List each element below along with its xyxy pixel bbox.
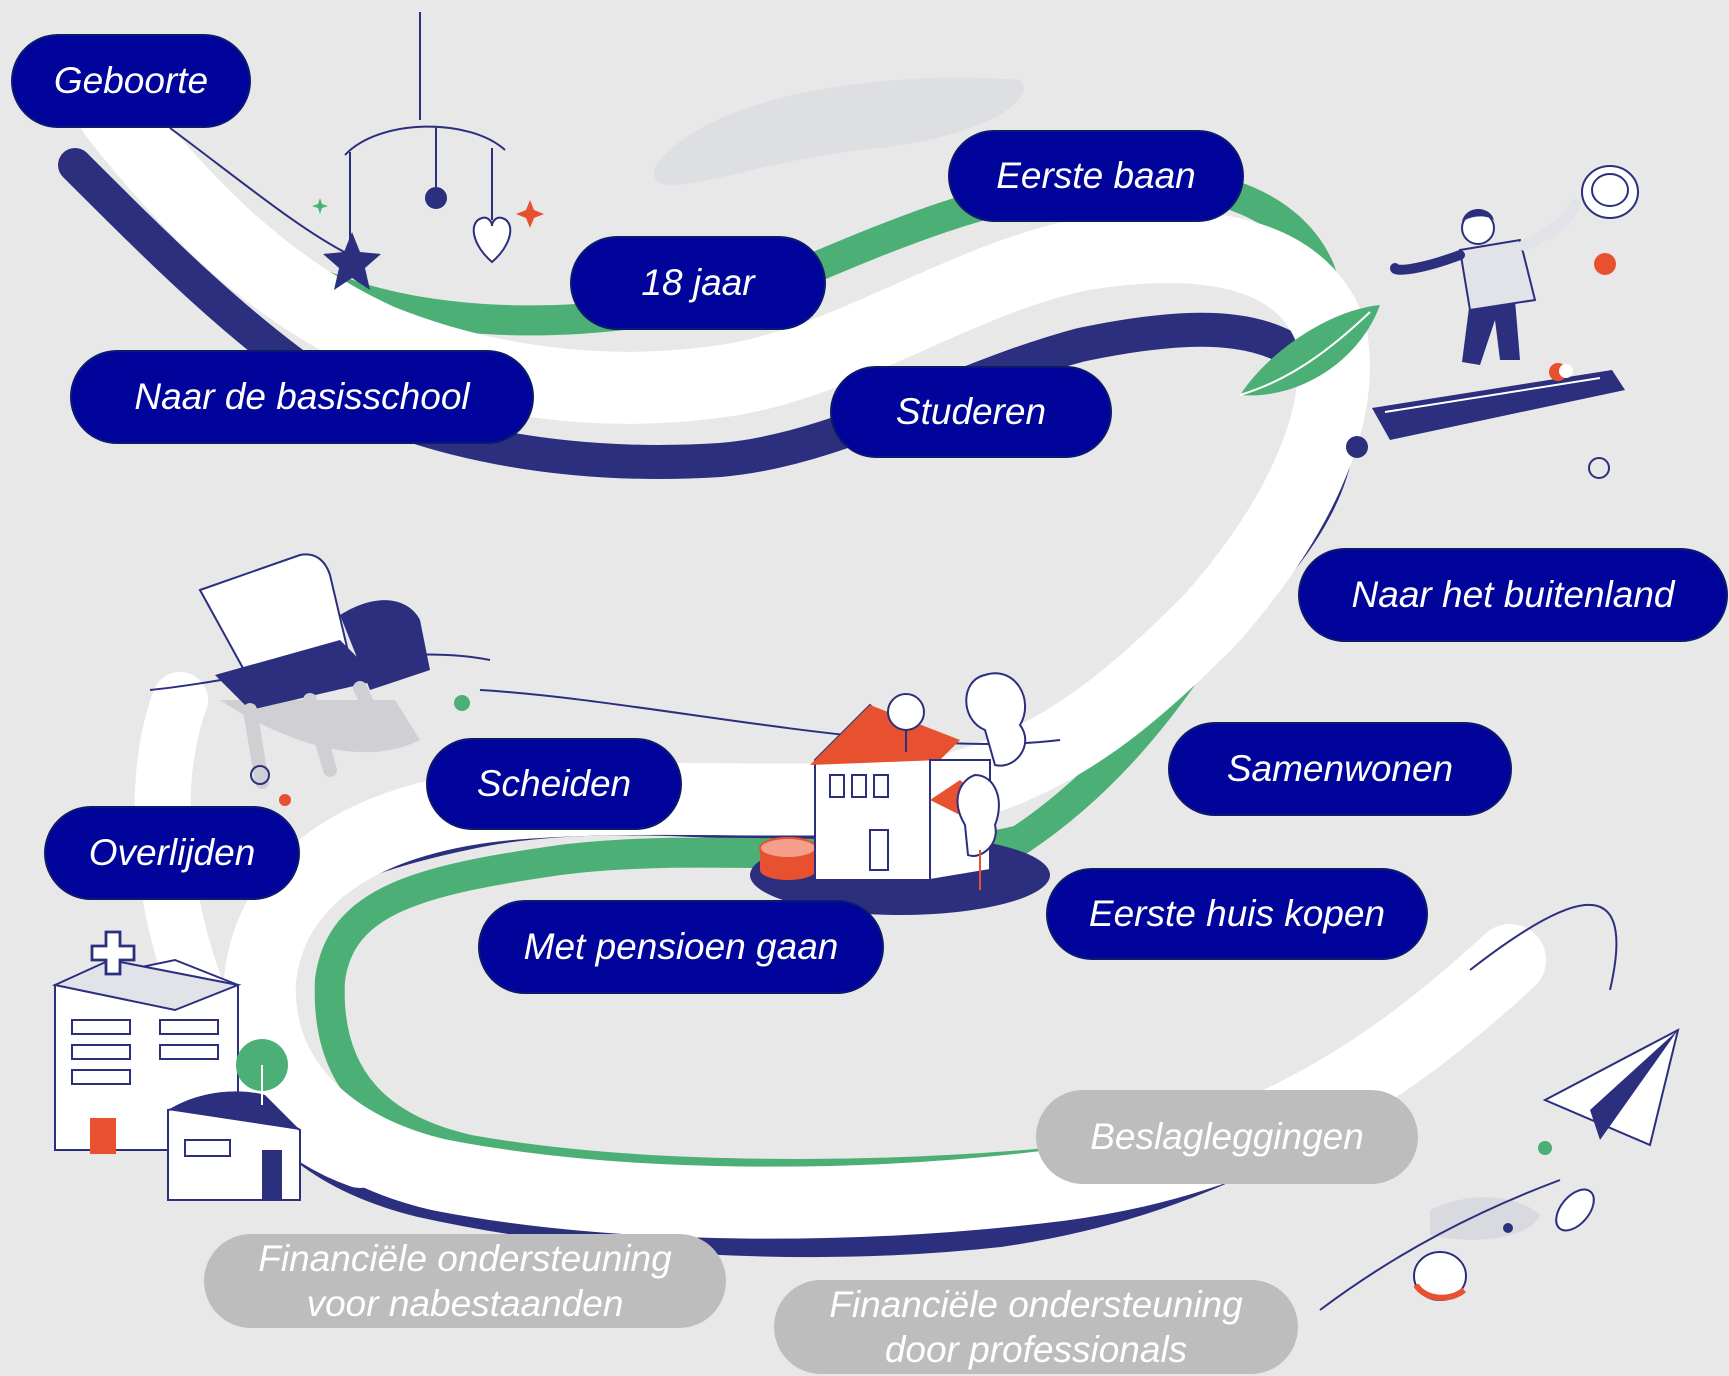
baby-mobile-icon	[344, 12, 512, 264]
milestone-eerste-huis-kopen[interactable]: Eerste huis kopen	[1046, 868, 1428, 960]
milestone-scheiden[interactable]: Scheiden	[426, 738, 682, 830]
dot-orange	[1594, 253, 1616, 275]
milestone-financiele-ondersteuning-nabestaanden[interactable]: Financiële ondersteuning voor nabestaand…	[204, 1234, 726, 1328]
milestone-financiele-ondersteuning-professionals[interactable]: Financiële ondersteuning door profession…	[774, 1280, 1298, 1374]
coin-icon	[1581, 165, 1639, 219]
hospital-icon	[51, 930, 301, 1201]
milestone-samenwonen[interactable]: Samenwonen	[1168, 722, 1512, 816]
sparkle-icon	[516, 200, 544, 228]
road-white-surface	[79, 79, 1546, 1239]
dot-green	[454, 695, 470, 711]
milestone-geboorte[interactable]: Geboorte	[11, 34, 251, 128]
milestone-buitenland[interactable]: Naar het buitenland	[1298, 548, 1728, 642]
dot-orange-small	[279, 794, 291, 806]
star-icon	[323, 232, 381, 290]
swoosh-line	[1319, 1179, 1561, 1311]
leaf-stem	[1239, 311, 1371, 396]
paper-plane-icon	[1542, 1028, 1680, 1147]
tree-icon	[956, 672, 1027, 890]
person-on-phone-icon	[1372, 199, 1625, 440]
milestone-eerste-baan[interactable]: Eerste baan	[948, 130, 1244, 222]
armchair-icon	[149, 553, 491, 789]
background-cloud	[654, 77, 1024, 186]
coin-stack-icon	[759, 837, 817, 880]
dot-outline-small	[250, 765, 270, 785]
dot-green-plane	[1538, 1141, 1552, 1155]
milestone-18-jaar[interactable]: 18 jaar	[570, 236, 826, 330]
milestone-beslagleggingen[interactable]: Beslagleggingen	[1036, 1090, 1418, 1184]
milestone-met-pensioen-gaan[interactable]: Met pensioen gaan	[478, 900, 884, 994]
dot-navy-small	[1503, 1223, 1513, 1233]
sparkle-small-icon	[312, 198, 328, 214]
background-shadow	[1430, 1197, 1540, 1240]
coin-orange-icon	[1413, 1251, 1467, 1301]
milestone-basisschool[interactable]: Naar de basisschool	[70, 350, 534, 444]
milestone-studeren[interactable]: Studeren	[830, 366, 1112, 458]
dot-outline	[1588, 457, 1610, 479]
leaf-icon	[1240, 305, 1380, 396]
road-edge-line	[169, 127, 1618, 991]
coin-small-icon	[1555, 1188, 1595, 1232]
dot-navy	[1346, 436, 1368, 458]
milestone-overlijden[interactable]: Overlijden	[44, 806, 300, 900]
